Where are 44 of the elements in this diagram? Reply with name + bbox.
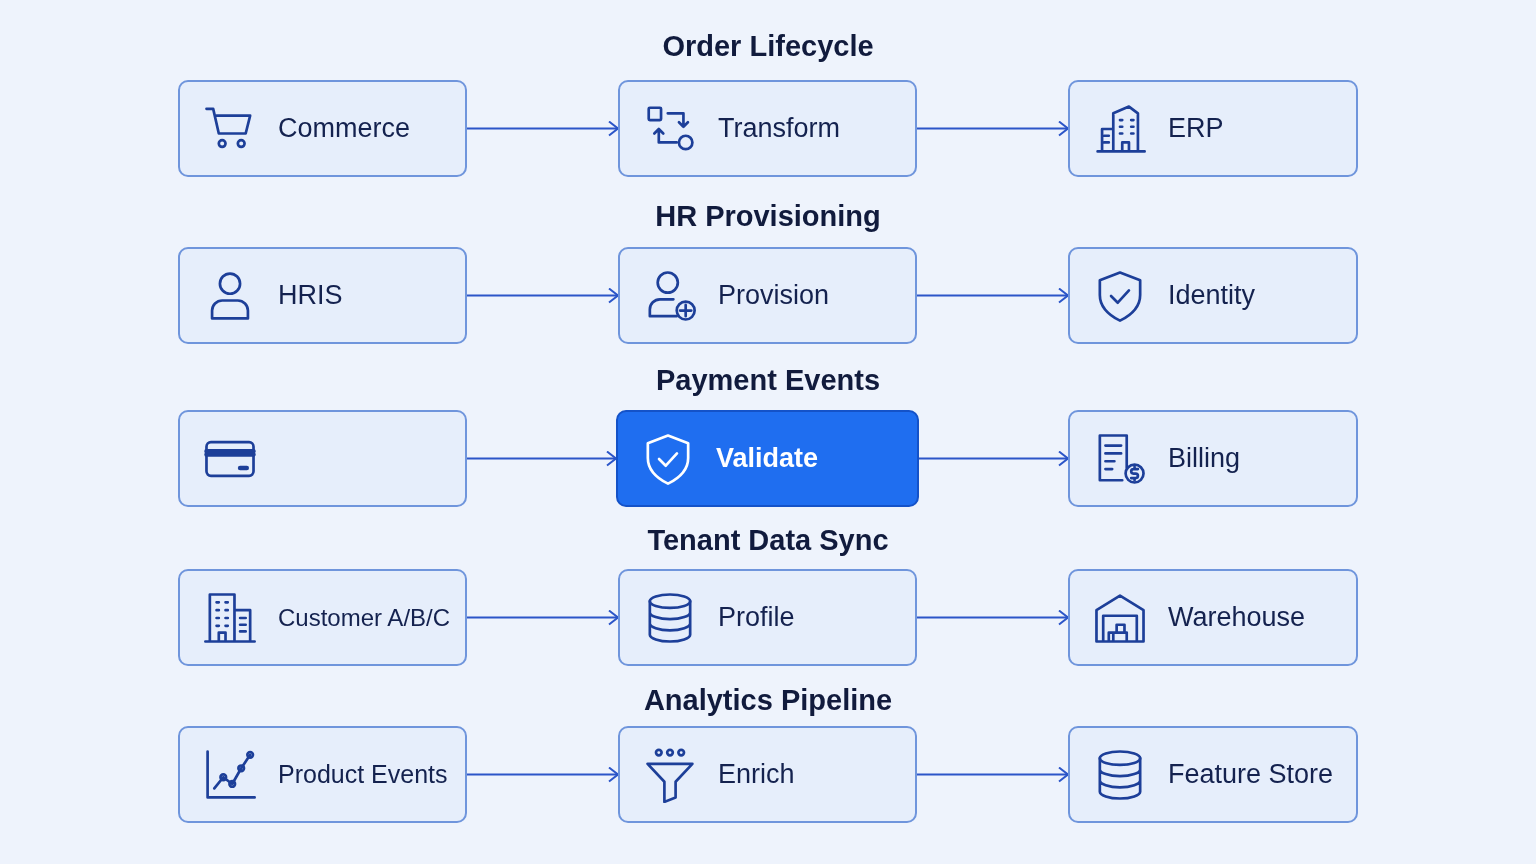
section-heading: Analytics Pipeline: [642, 684, 894, 717]
node-label: Feature Store: [1168, 759, 1334, 790]
process-box: [178, 247, 467, 344]
process-box: [618, 80, 917, 177]
node-label: ERP: [1168, 113, 1224, 144]
process-box: [618, 247, 917, 344]
arrow: [466, 766, 619, 783]
section-heading: Payment Events: [654, 364, 881, 397]
node-label: Provision: [718, 280, 830, 311]
node-label: Profile: [718, 602, 795, 633]
process-box: [1068, 80, 1358, 177]
process-box: [1068, 410, 1358, 507]
node-label: Warehouse: [1168, 602, 1306, 633]
node-label: Customer A/B/C: [278, 603, 451, 632]
node-label: Identity: [1168, 280, 1256, 311]
process-box: [178, 80, 467, 177]
process-box: [178, 410, 467, 507]
node-label: Transform: [718, 113, 840, 144]
arrow: [916, 287, 1069, 304]
process-box: [1068, 569, 1358, 666]
process-box: [1068, 247, 1358, 344]
arrow: [916, 120, 1069, 137]
process-box: [618, 569, 917, 666]
section-heading: HR Provisioning: [654, 200, 882, 233]
node-label: Validate: [716, 443, 819, 474]
node-label: HRIS: [278, 280, 343, 311]
section-heading: Order Lifecycle: [661, 30, 875, 63]
node-label: Billing: [1168, 443, 1241, 474]
arrow: [916, 766, 1069, 783]
section-heading: Tenant Data Sync: [646, 524, 890, 557]
process-box: [1068, 726, 1358, 823]
node-label: Enrich: [718, 759, 795, 790]
arrow: [466, 287, 619, 304]
arrow: [918, 450, 1069, 467]
process-box: [178, 569, 467, 666]
node-label: Commerce: [278, 113, 411, 144]
highlighted-process-box: [616, 410, 919, 507]
arrow: [466, 450, 617, 467]
process-box: [618, 726, 917, 823]
arrow: [916, 609, 1069, 626]
arrow: [466, 609, 619, 626]
node-label: Product Events: [278, 760, 448, 789]
arrow: [466, 120, 619, 137]
process-box: [178, 726, 467, 823]
